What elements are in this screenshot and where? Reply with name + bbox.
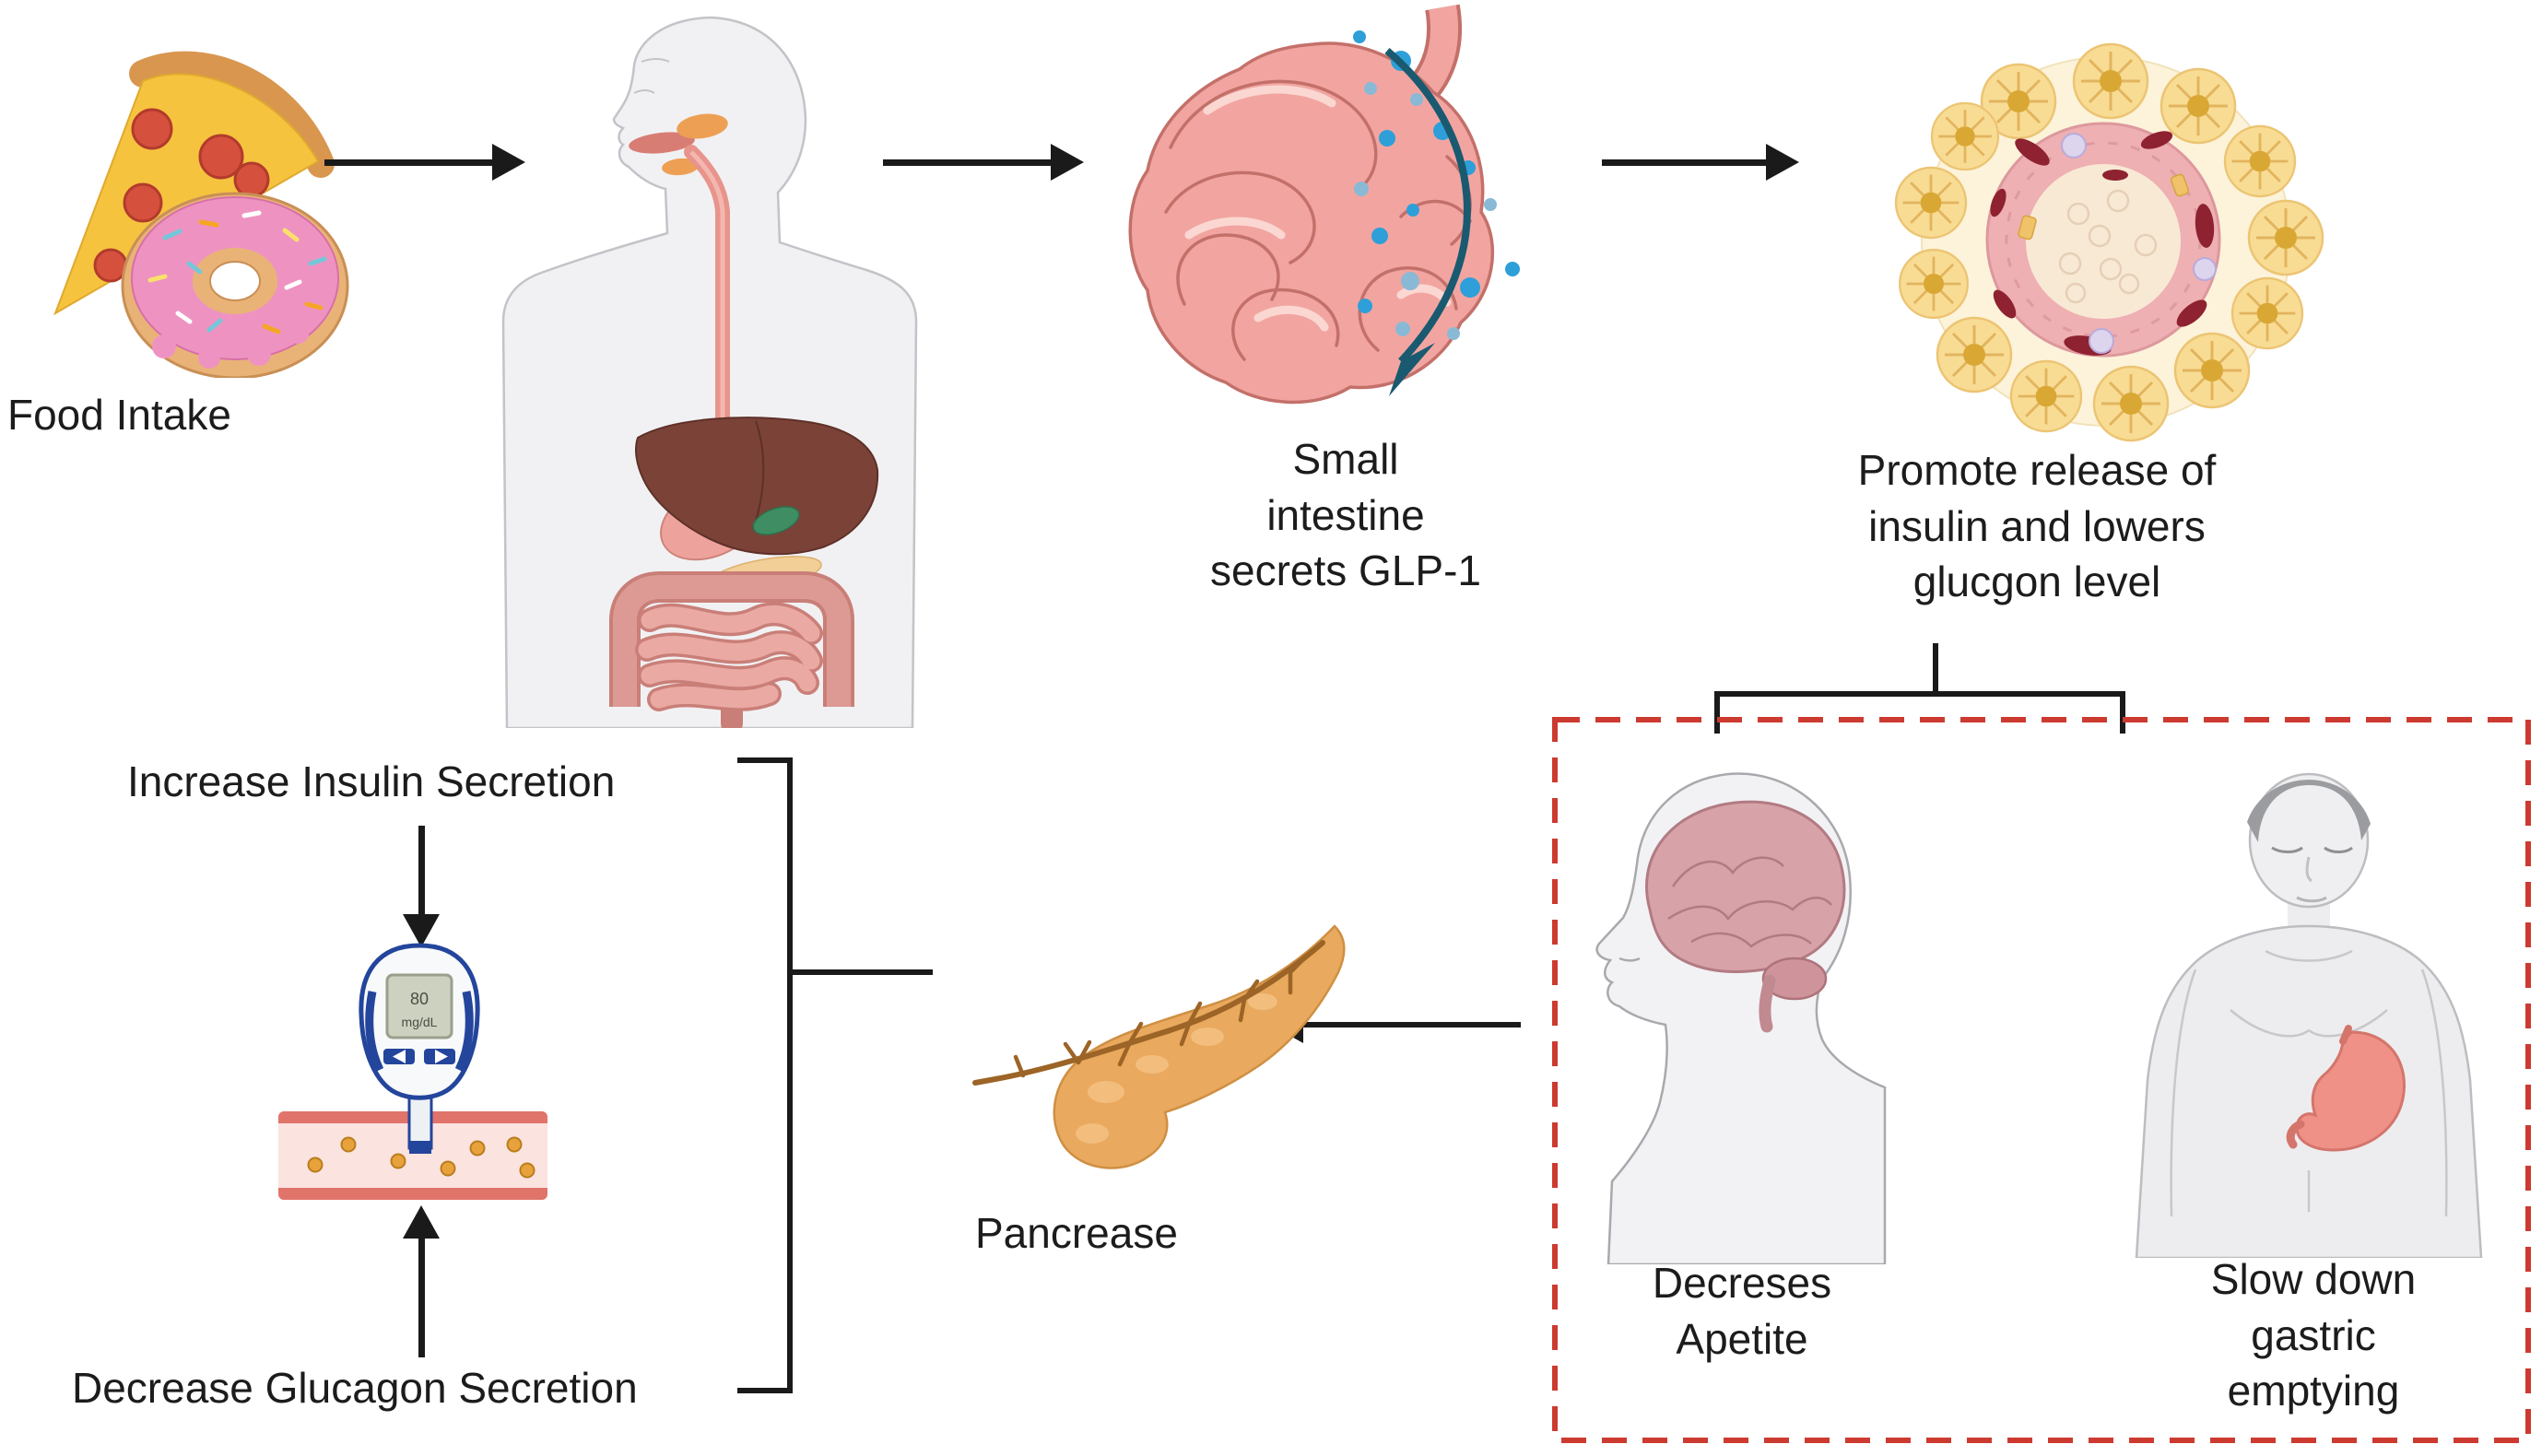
slow-gastric-label: Slow down gastric emptying bbox=[2210, 1255, 2417, 1415]
meter-unit: mg/dL bbox=[402, 1015, 438, 1029]
connector-drop-left bbox=[1714, 691, 1720, 734]
male-torso-illustration bbox=[2135, 772, 2483, 1258]
food-intake-label: Food Intake bbox=[7, 391, 231, 439]
bracket-middle-to-pancreas bbox=[787, 969, 933, 975]
torso-contours bbox=[2170, 949, 2448, 1217]
left-arrow-icon bbox=[393, 1050, 406, 1063]
pancreatic-islet-illustration bbox=[1894, 42, 2324, 442]
meter-reading: 80 bbox=[410, 990, 429, 1008]
glucometer-vessel-illustration: 80 mg/dL bbox=[278, 943, 547, 1200]
meter-screen bbox=[385, 973, 453, 1039]
intestine-coil-lines bbox=[1164, 79, 1472, 361]
connector-drop-right bbox=[2120, 691, 2125, 734]
hair bbox=[2247, 780, 2371, 842]
arrow-body-to-intestine bbox=[883, 144, 1084, 181]
bracket-bottom bbox=[737, 1388, 793, 1393]
face-features bbox=[2271, 846, 2353, 903]
arrow-insulin-to-meter bbox=[403, 826, 440, 947]
islet-lavender-cells bbox=[2061, 133, 2217, 354]
human-digestive-system-illustration bbox=[501, 16, 918, 728]
donut-icon bbox=[121, 192, 349, 378]
effects-dashed-box bbox=[1552, 717, 2531, 1443]
donut-sprinkles bbox=[147, 210, 327, 335]
brainstem bbox=[1759, 974, 1776, 1033]
promote-release-label: Promote release of insulin and lowers gl… bbox=[1857, 446, 2217, 606]
small-intestine-glp1-illustration bbox=[1128, 4, 1520, 405]
arrow-food-to-body bbox=[324, 144, 525, 181]
esophagus bbox=[684, 145, 730, 473]
islet-yellow-cells bbox=[2018, 173, 2189, 241]
secretion-arrow-icon bbox=[1384, 47, 1471, 396]
pancreas-texture bbox=[1076, 993, 1277, 1144]
decreases-appetite-label: Decreses Apetite bbox=[1652, 1259, 1832, 1363]
brain-head-illustration bbox=[1595, 772, 1887, 1264]
mouth bbox=[629, 132, 695, 154]
glucose-dots bbox=[307, 1136, 535, 1179]
gallbladder bbox=[752, 506, 800, 535]
closed-eye bbox=[1618, 957, 1641, 962]
pancreatic-duct bbox=[972, 940, 1325, 1086]
stomach-organ bbox=[2286, 1025, 2406, 1152]
salivary-gland bbox=[677, 113, 728, 139]
connector-promote-vertical bbox=[1933, 643, 1938, 695]
islet-capillary-blobs bbox=[1990, 131, 2215, 356]
glucose-meter: 80 mg/dL bbox=[359, 943, 480, 1154]
salivary-gland-lower bbox=[662, 158, 699, 176]
intestine-mass bbox=[1128, 41, 1495, 405]
brain bbox=[1645, 800, 1846, 973]
brain-gyri bbox=[1667, 856, 1832, 948]
decrease-glucagon-label: Decrease Glucagon Secretion bbox=[72, 1364, 638, 1412]
pancreas-illustration bbox=[972, 924, 1346, 1169]
increase-insulin-label: Increase Insulin Secretion bbox=[127, 757, 616, 805]
small-intestine-coils bbox=[635, 602, 823, 711]
liver bbox=[635, 417, 879, 556]
food-intake-illustration bbox=[53, 51, 349, 378]
islet-core-cells bbox=[2058, 189, 2158, 304]
arrow-glucagon-to-vessel bbox=[403, 1205, 440, 1357]
right-arrow-icon bbox=[435, 1050, 448, 1063]
pancreas-label: Pancrease bbox=[975, 1209, 1178, 1257]
arrow-intestine-to-islet bbox=[1602, 144, 1799, 181]
cerebellum bbox=[1761, 957, 1828, 1001]
blood-vessel bbox=[278, 1111, 547, 1200]
connector-promote-horizontal bbox=[1714, 691, 2125, 697]
bracket-top bbox=[737, 757, 793, 763]
bracket-vertical bbox=[787, 757, 793, 1393]
torso bbox=[2135, 924, 2483, 1258]
head bbox=[2248, 772, 2370, 909]
small-intestine-label: Small intestine secrets GLP-1 bbox=[1210, 435, 1481, 595]
islet-core bbox=[2026, 164, 2181, 319]
